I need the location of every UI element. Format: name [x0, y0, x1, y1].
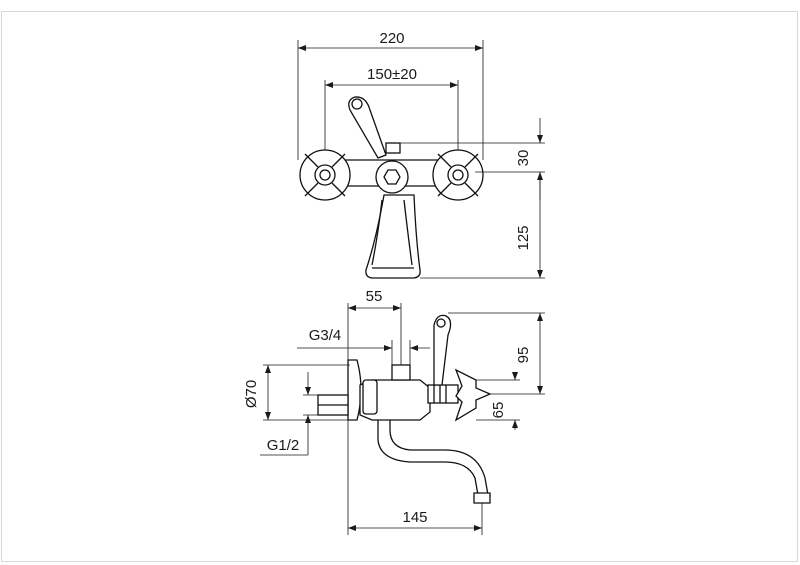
front-left-cross-handle	[299, 149, 351, 201]
dim-g12: G1/2	[260, 372, 318, 456]
front-right-cross-handle	[432, 149, 484, 201]
dim-125: 125	[420, 172, 545, 279]
front-spout-body	[365, 194, 421, 279]
dim-g34-label: G3/4	[309, 327, 342, 344]
dim-150-label: 150±20	[367, 66, 417, 83]
dim-150: 150±20	[324, 66, 459, 150]
side-lever	[433, 314, 452, 386]
dim-145-label: 145	[402, 509, 427, 526]
side-stem-thread	[433, 385, 447, 403]
dim-55: 55	[347, 288, 402, 365]
dim-95-label: 95	[515, 347, 532, 364]
dim-145: 145	[347, 420, 483, 535]
dim-30-label: 30	[515, 150, 532, 167]
side-cross-handle	[454, 368, 492, 422]
side-spout-pipe	[377, 411, 489, 496]
dim-o70-label: Ø70	[243, 380, 260, 408]
dim-220-label: 220	[379, 30, 404, 47]
dim-220: 220	[297, 30, 484, 160]
dim-95: 95	[448, 312, 545, 395]
side-body-collar	[362, 379, 378, 415]
front-center-nut	[375, 142, 409, 194]
side-lever-dot	[436, 318, 446, 328]
dim-g12-label: G1/2	[267, 437, 300, 454]
dim-65: 65	[476, 372, 520, 430]
side-top-cap	[391, 364, 411, 381]
dim-55-label: 55	[366, 288, 383, 305]
dim-g34: G3/4	[297, 327, 430, 365]
front-diverter-lever	[348, 96, 387, 159]
dim-125-label: 125	[515, 225, 532, 250]
front-spout-shading	[371, 199, 413, 266]
side-spout-tip	[473, 492, 491, 504]
side-view: 55 G3/4 95 65 Ø70	[243, 288, 545, 535]
dim-65-label: 65	[490, 402, 507, 419]
drawing-frame	[1, 11, 798, 562]
side-wall-flange	[347, 359, 362, 421]
side-valve-stem	[427, 384, 459, 404]
front-view: 220 150±20 30 125	[297, 30, 545, 279]
